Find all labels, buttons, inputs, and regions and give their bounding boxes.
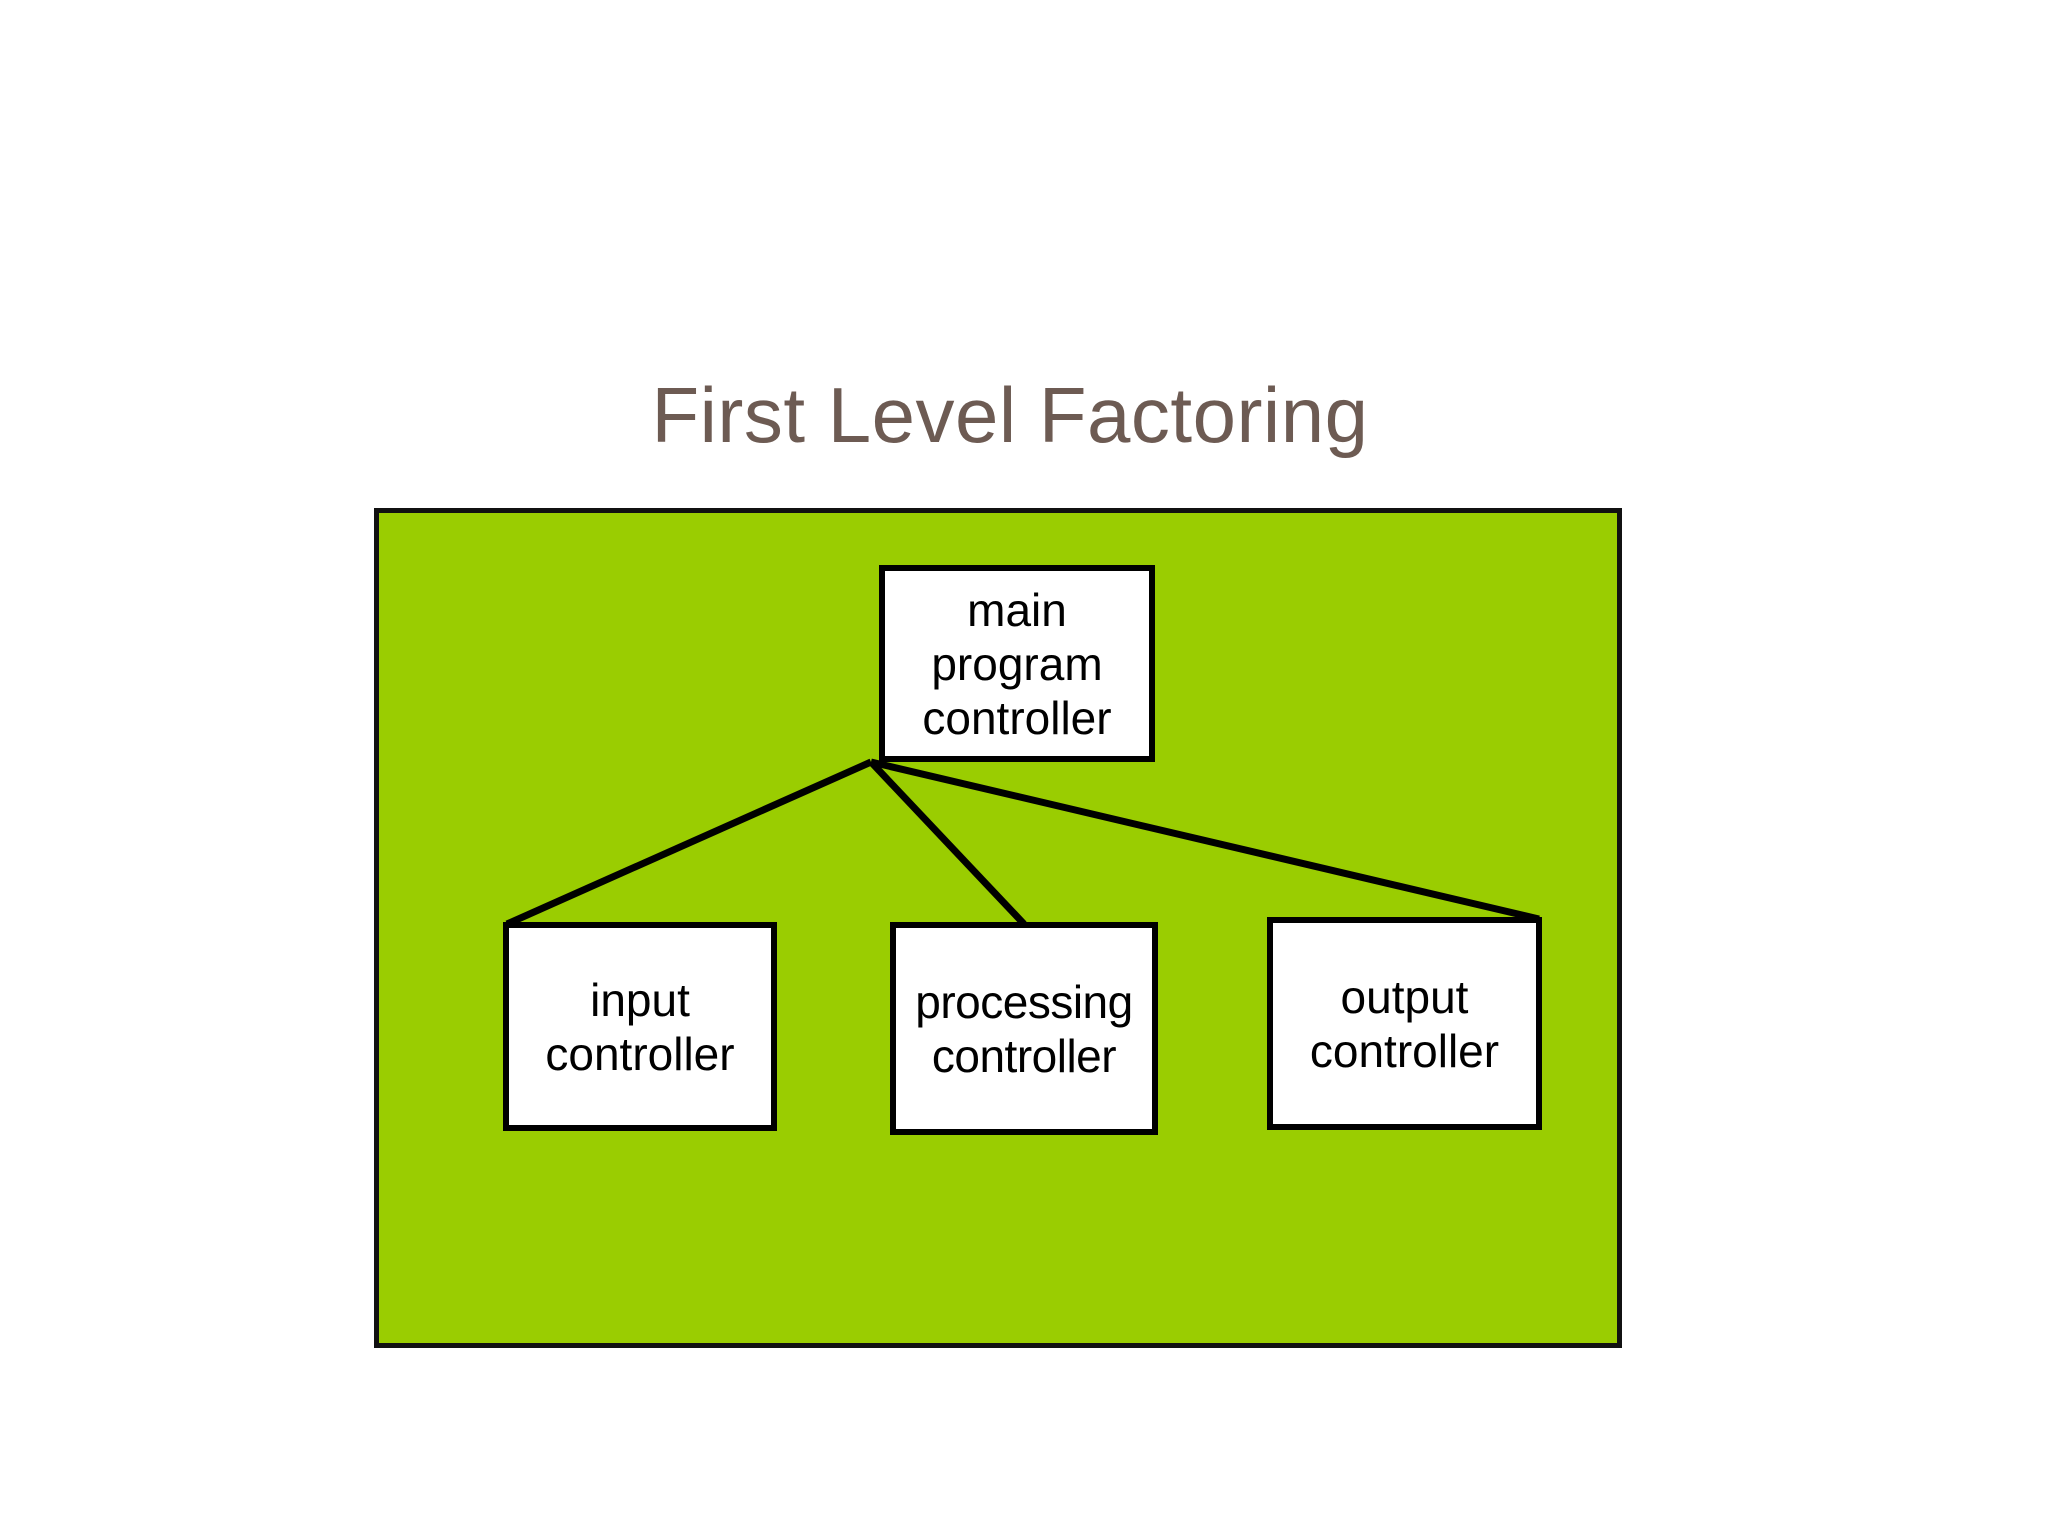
node-main-line-3: controller [922, 691, 1112, 744]
connector-main-to-input [505, 758, 873, 928]
node-output-line-2: controller [1309, 1024, 1500, 1077]
node-input-line-2: controller [545, 1027, 735, 1080]
connector-main-to-processing [868, 759, 1027, 927]
connector-main-to-output [870, 758, 1540, 923]
page-title: First Level Factoring [0, 368, 2048, 462]
node-input-controller[interactable]: input controller [503, 922, 777, 1131]
node-processing-line-1: processing [915, 975, 1133, 1028]
node-output-controller[interactable]: output controller [1267, 917, 1542, 1130]
node-main-line-2: program [931, 637, 1103, 690]
node-input-line-1: input [590, 973, 690, 1026]
diagram-panel: main program controller input controller… [374, 508, 1622, 1348]
node-main-program-controller[interactable]: main program controller [879, 565, 1155, 762]
page-title-text: First Level Factoring [651, 371, 1369, 459]
node-main-line-1: main [967, 583, 1067, 636]
node-processing-line-2: controller [931, 1029, 1117, 1082]
node-processing-controller[interactable]: processing controller [890, 922, 1158, 1135]
node-output-line-1: output [1340, 970, 1469, 1023]
